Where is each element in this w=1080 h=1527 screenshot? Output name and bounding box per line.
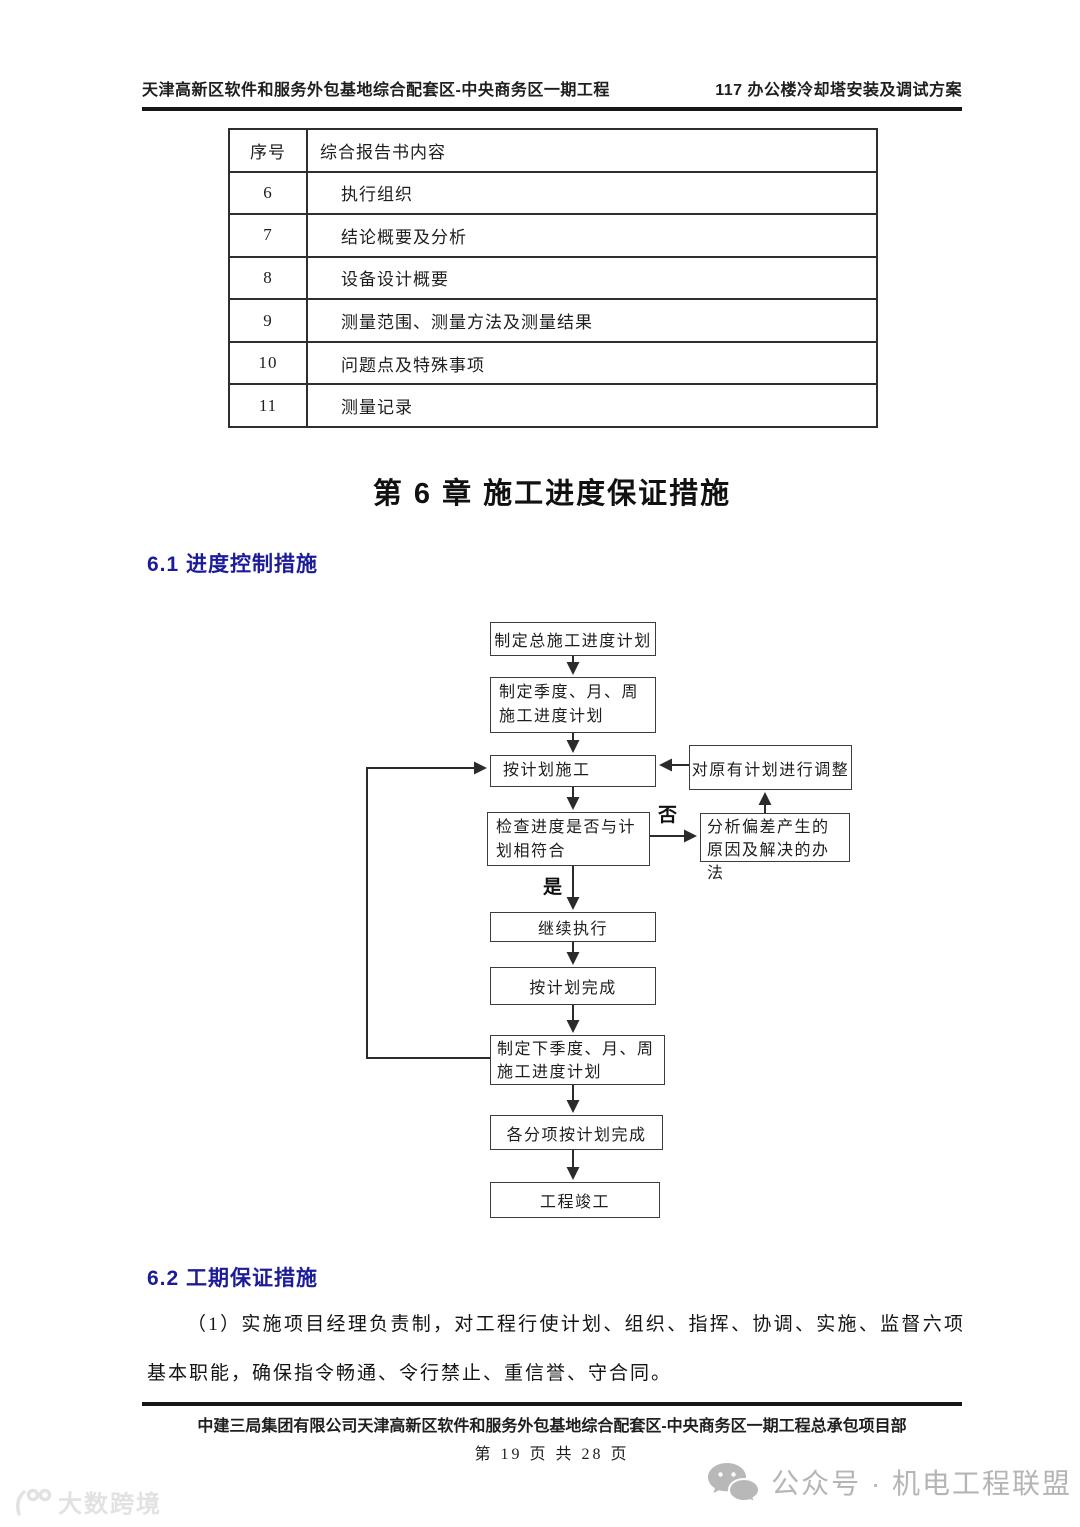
body-paragraph: （1）实施项目经理负责制，对工程行使计划、组织、指挥、协调、实施、监督六项基本职…	[147, 1314, 965, 1384]
table-row: 6 执行组织	[228, 170, 878, 216]
flow-node-complete-per-plan: 按计划完成	[490, 967, 656, 1005]
chapter-title: 第 6 章 施工进度保证措施	[372, 478, 732, 510]
section-heading-6-1: 6.1 进度控制措施	[147, 553, 319, 576]
row-content: 设备设计概要	[306, 255, 878, 301]
flow-node-project-completion: 工程竣工	[490, 1182, 660, 1218]
flow-node-adjust-original-plan: 对原有计划进行调整	[689, 745, 852, 790]
row-serial: 8	[228, 255, 308, 301]
row-serial: 10	[228, 340, 308, 386]
flow-label-no: 否	[658, 805, 678, 826]
wechat-banner: 公众号 · 机电工程联盟	[707, 1462, 1072, 1502]
table-row: 11 测量记录	[228, 383, 878, 428]
row-serial: 11	[228, 383, 308, 428]
flow-node-check-progress: 检查进度是否与计划相符合	[487, 812, 650, 866]
header-doc-title: 117 办公楼冷却塔安装及调试方案	[715, 82, 962, 99]
watermark: 大数跨境	[12, 1484, 162, 1519]
report-content-table: 序号 综合报告书内容 6 执行组织 7 结论概要及分析 8 设备设计概要 9 测…	[228, 128, 878, 428]
flow-label-yes: 是	[543, 877, 563, 898]
row-content: 测量记录	[306, 383, 878, 428]
row-content: 测量范围、测量方法及测量结果	[306, 298, 878, 343]
flow-node-continue-execution: 继续执行	[490, 912, 656, 942]
col-header-content: 综合报告书内容	[306, 128, 878, 173]
watermark-logo-icon	[16, 1488, 52, 1516]
watermark-text: 大数跨境	[58, 1491, 162, 1518]
table-row: 7 结论概要及分析	[228, 213, 878, 258]
row-content: 执行组织	[306, 170, 878, 216]
footer-rule	[142, 1402, 962, 1406]
table-header-row: 序号 综合报告书内容	[228, 128, 878, 173]
wechat-label: 公众号 · 机电工程联盟	[771, 1468, 1072, 1499]
header-project-title: 天津高新区软件和服务外包基地综合配套区-中央商务区一期工程	[142, 82, 610, 99]
row-serial: 9	[228, 298, 308, 343]
col-header-serial: 序号	[228, 128, 308, 173]
row-serial: 6	[228, 170, 308, 216]
flow-node-construct-per-plan: 按计划施工	[490, 755, 656, 787]
flow-node-make-quarter-month-week-plan: 制定季度、月、周施工进度计划	[490, 677, 656, 733]
table-row: 9 测量范围、测量方法及测量结果	[228, 298, 878, 343]
row-serial: 7	[228, 213, 308, 258]
table-row: 8 设备设计概要	[228, 255, 878, 301]
flow-node-make-next-period-plan: 制定下季度、月、周施工进度计划	[490, 1035, 665, 1085]
footer-company: 中建三局集团有限公司天津高新区软件和服务外包基地综合配套区-中央商务区一期工程总…	[197, 1418, 907, 1435]
page-header: 天津高新区软件和服务外包基地综合配套区-中央商务区一期工程 117 办公楼冷却塔…	[142, 76, 962, 100]
wechat-icon	[708, 1463, 760, 1502]
row-content: 结论概要及分析	[306, 213, 878, 258]
table-row: 10 问题点及特殊事项	[228, 340, 878, 386]
section-heading-6-2: 6.2 工期保证措施	[147, 1267, 319, 1290]
flow-node-analyze-deviation: 分析偏差产生的原因及解决的办法	[700, 813, 850, 882]
header-rule	[142, 107, 962, 111]
footer-page-number: 第 19 页 共 28 页	[474, 1446, 630, 1463]
row-content: 问题点及特殊事项	[306, 340, 878, 386]
flow-node-subitems-complete: 各分项按计划完成	[490, 1115, 663, 1150]
flow-node-make-master-plan: 制定总施工进度计划	[490, 622, 656, 656]
